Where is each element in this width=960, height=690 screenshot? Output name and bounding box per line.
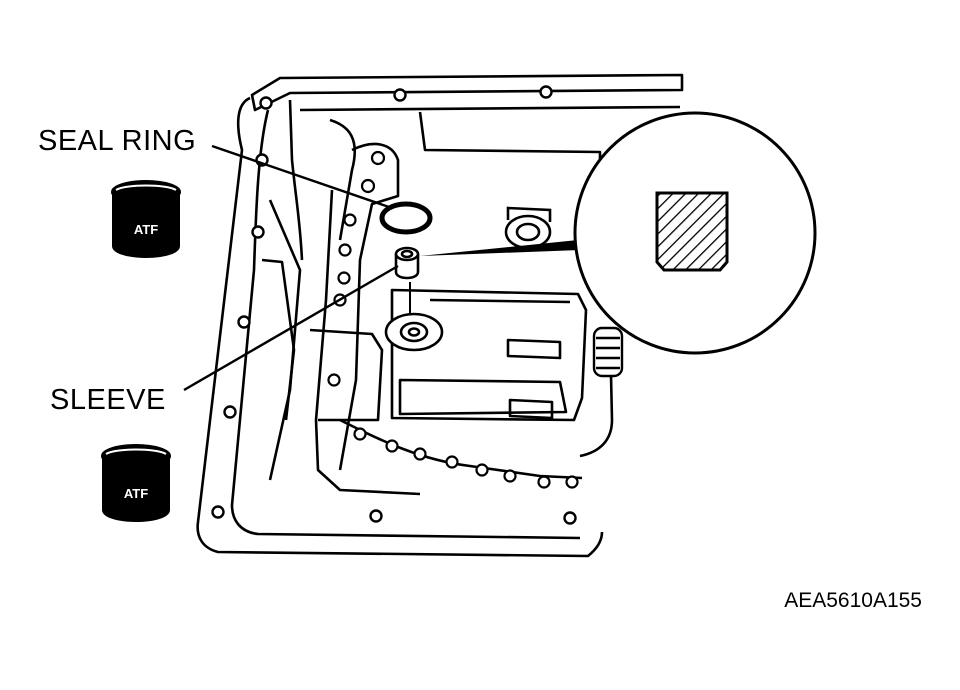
seal-ring-leader [211,144,393,210]
sleeve-cross-section [655,191,729,272]
atf-container-lower: ATF [101,444,171,522]
magnified-section [573,111,817,355]
seal-ring-label: SEAL RING [38,125,197,157]
sleeve [394,246,420,280]
atf-container-upper: ATF [111,180,181,258]
transmission-case [196,73,684,558]
accumulator-boss [504,206,552,250]
oil-passage-holes [327,150,579,489]
seal-ring [379,201,433,235]
detent-part [592,326,624,378]
atf-label-lower: ATF [124,486,148,501]
sleeve-label: SLEEVE [50,384,166,416]
atf-label-upper: ATF [134,222,158,237]
bolt-holes [211,85,577,525]
sleeve-leader [183,264,399,392]
sleeve-bore [384,312,444,352]
callout-leaders [183,144,399,392]
figure-code: AEA5610A155 [784,589,922,612]
magnifier-leader [420,240,580,256]
valve-body [309,142,588,496]
